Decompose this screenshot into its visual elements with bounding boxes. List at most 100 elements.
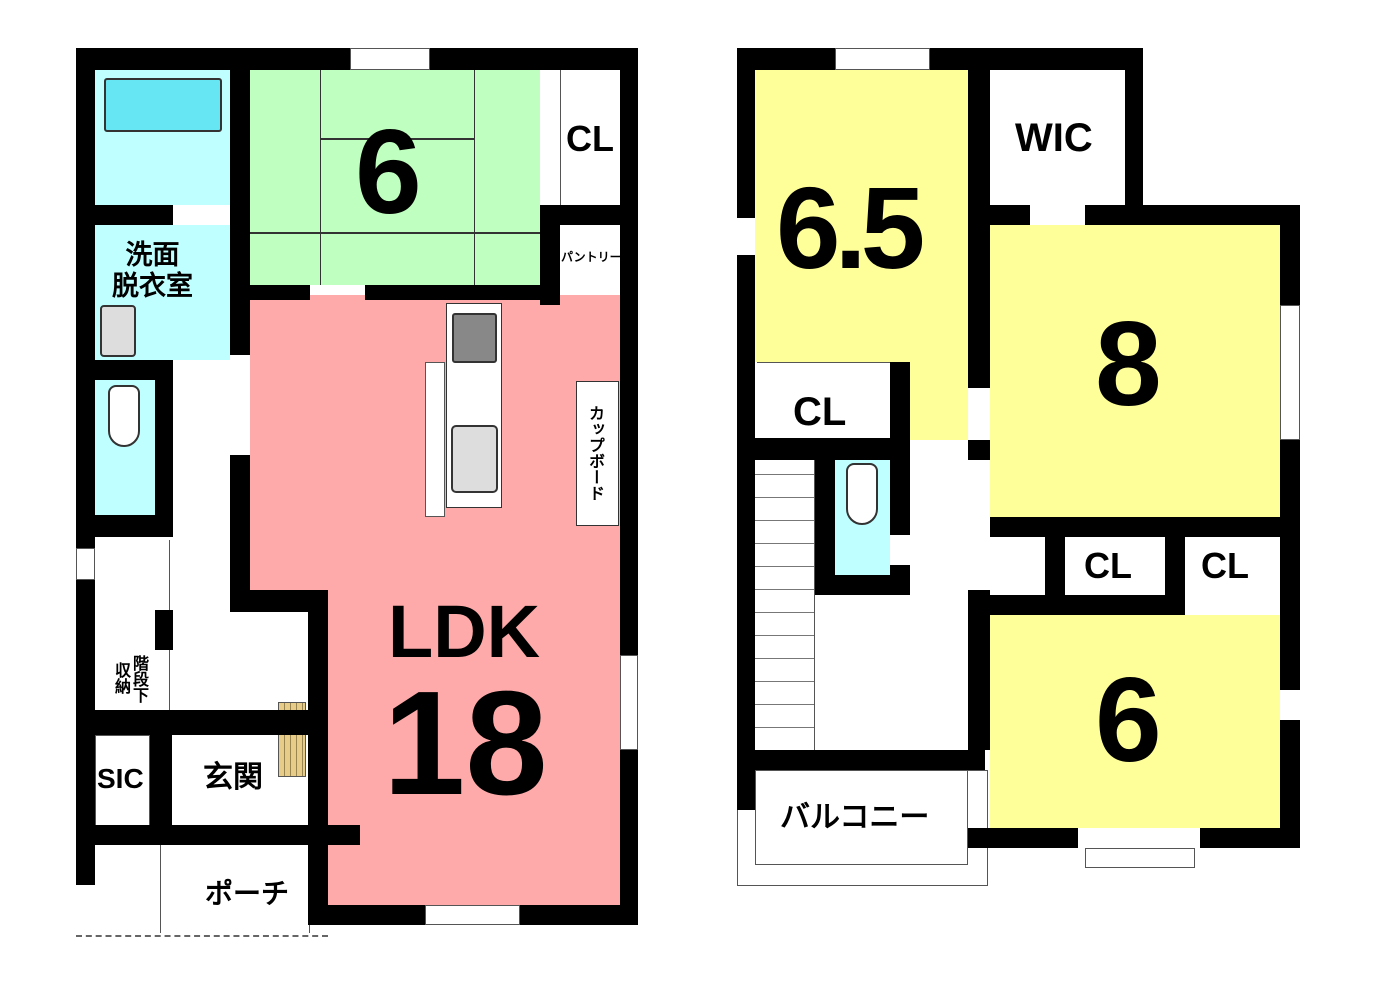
wall xyxy=(76,580,95,850)
wic-room xyxy=(990,70,1125,205)
sink-icon xyxy=(451,425,498,493)
wall xyxy=(890,460,910,535)
wall xyxy=(737,255,755,810)
window xyxy=(620,655,638,750)
wall xyxy=(1280,205,1300,305)
window xyxy=(76,548,95,580)
wall xyxy=(1125,48,1143,223)
wall xyxy=(620,48,638,658)
wash-basin xyxy=(100,305,136,357)
wall xyxy=(155,380,173,515)
washroom-label: 洗面 脱衣室 xyxy=(112,240,193,303)
bedroom-6-size: 6 xyxy=(1095,653,1162,787)
wall xyxy=(150,735,172,845)
wall xyxy=(95,825,360,845)
window xyxy=(1085,848,1195,868)
tatami-lines xyxy=(320,70,475,285)
wall xyxy=(968,48,990,388)
closet-2f-b-label: CL xyxy=(1084,545,1132,586)
window xyxy=(425,905,520,925)
wall xyxy=(155,610,173,650)
cupboard xyxy=(576,381,619,526)
bathtub xyxy=(104,78,222,132)
window xyxy=(835,48,930,70)
wall xyxy=(890,362,910,440)
closet-2f-a-label: CL xyxy=(793,390,847,434)
japanese-room xyxy=(250,70,540,285)
closet-2f-c xyxy=(1185,537,1280,595)
window xyxy=(1280,305,1300,440)
wall xyxy=(308,590,328,925)
wall xyxy=(1200,828,1300,848)
wall xyxy=(95,205,173,225)
wall xyxy=(230,560,250,610)
under-stair-label-b: 収納 xyxy=(112,662,131,694)
pantry xyxy=(560,225,620,292)
wall xyxy=(270,825,308,845)
balcony-label: バルコニー xyxy=(780,800,930,835)
wall xyxy=(1280,440,1300,690)
bedroom-6 xyxy=(990,615,1280,828)
wall xyxy=(968,440,990,460)
toilet xyxy=(108,385,140,447)
wall xyxy=(540,205,560,305)
wall xyxy=(835,575,910,595)
bedroom-6-5-extension xyxy=(910,360,968,440)
wall xyxy=(1085,205,1125,225)
wic-label: WIC xyxy=(1015,116,1093,160)
wall xyxy=(1165,537,1185,595)
closet-2f-b xyxy=(1065,537,1165,595)
wall xyxy=(815,460,835,595)
wall xyxy=(230,455,250,590)
wall xyxy=(990,595,1050,615)
wall xyxy=(737,48,755,218)
wall xyxy=(990,517,1300,537)
stove-icon xyxy=(452,313,497,363)
porch-label: ポーチ xyxy=(205,877,290,910)
wall xyxy=(230,48,250,248)
wall xyxy=(968,828,1078,848)
under-stair-label-a: 階段下 xyxy=(130,655,149,703)
closet-2f-a xyxy=(757,362,890,438)
kitchen-wall-panel xyxy=(425,362,445,517)
wall xyxy=(230,205,250,305)
japanese-room-size: 6 xyxy=(355,105,422,239)
wall xyxy=(76,48,95,548)
toilet-2f xyxy=(846,463,878,525)
porch-dashed-line xyxy=(76,935,328,937)
ldk-lower xyxy=(328,590,620,905)
ldk-size: 18 xyxy=(383,661,548,826)
closet-label: CL xyxy=(566,118,614,159)
wall xyxy=(620,750,638,925)
wall xyxy=(990,205,1030,225)
wall xyxy=(95,515,173,537)
pantry-label: パントリー xyxy=(561,250,622,264)
closet-2f-c-label: CL xyxy=(1201,545,1249,586)
bedroom-8-size: 8 xyxy=(1095,297,1162,431)
ldk-label: LDK xyxy=(388,590,541,673)
wall xyxy=(250,285,310,300)
wall xyxy=(755,750,985,770)
wall xyxy=(1125,205,1300,225)
window xyxy=(350,48,430,70)
wall xyxy=(1045,537,1065,615)
wall xyxy=(1280,720,1300,845)
tatami-lines xyxy=(320,138,475,140)
cupboard-label: カップボード xyxy=(586,405,605,501)
bedroom-6-5-size: 6.5 xyxy=(776,163,925,293)
wall xyxy=(968,590,990,750)
genkan-label: 玄関 xyxy=(203,760,263,795)
stairs-2f xyxy=(755,460,815,750)
wall xyxy=(95,710,310,735)
wall xyxy=(968,48,1143,70)
tatami-lines xyxy=(250,232,540,234)
wall xyxy=(95,360,173,380)
wall xyxy=(365,285,560,300)
bedroom-8 xyxy=(990,225,1280,517)
wall xyxy=(230,300,250,355)
closet-1f xyxy=(560,70,620,205)
wall xyxy=(76,845,95,885)
sic-label: SIC xyxy=(97,763,144,794)
bedroom-6-5 xyxy=(755,70,968,362)
wall xyxy=(560,205,620,225)
